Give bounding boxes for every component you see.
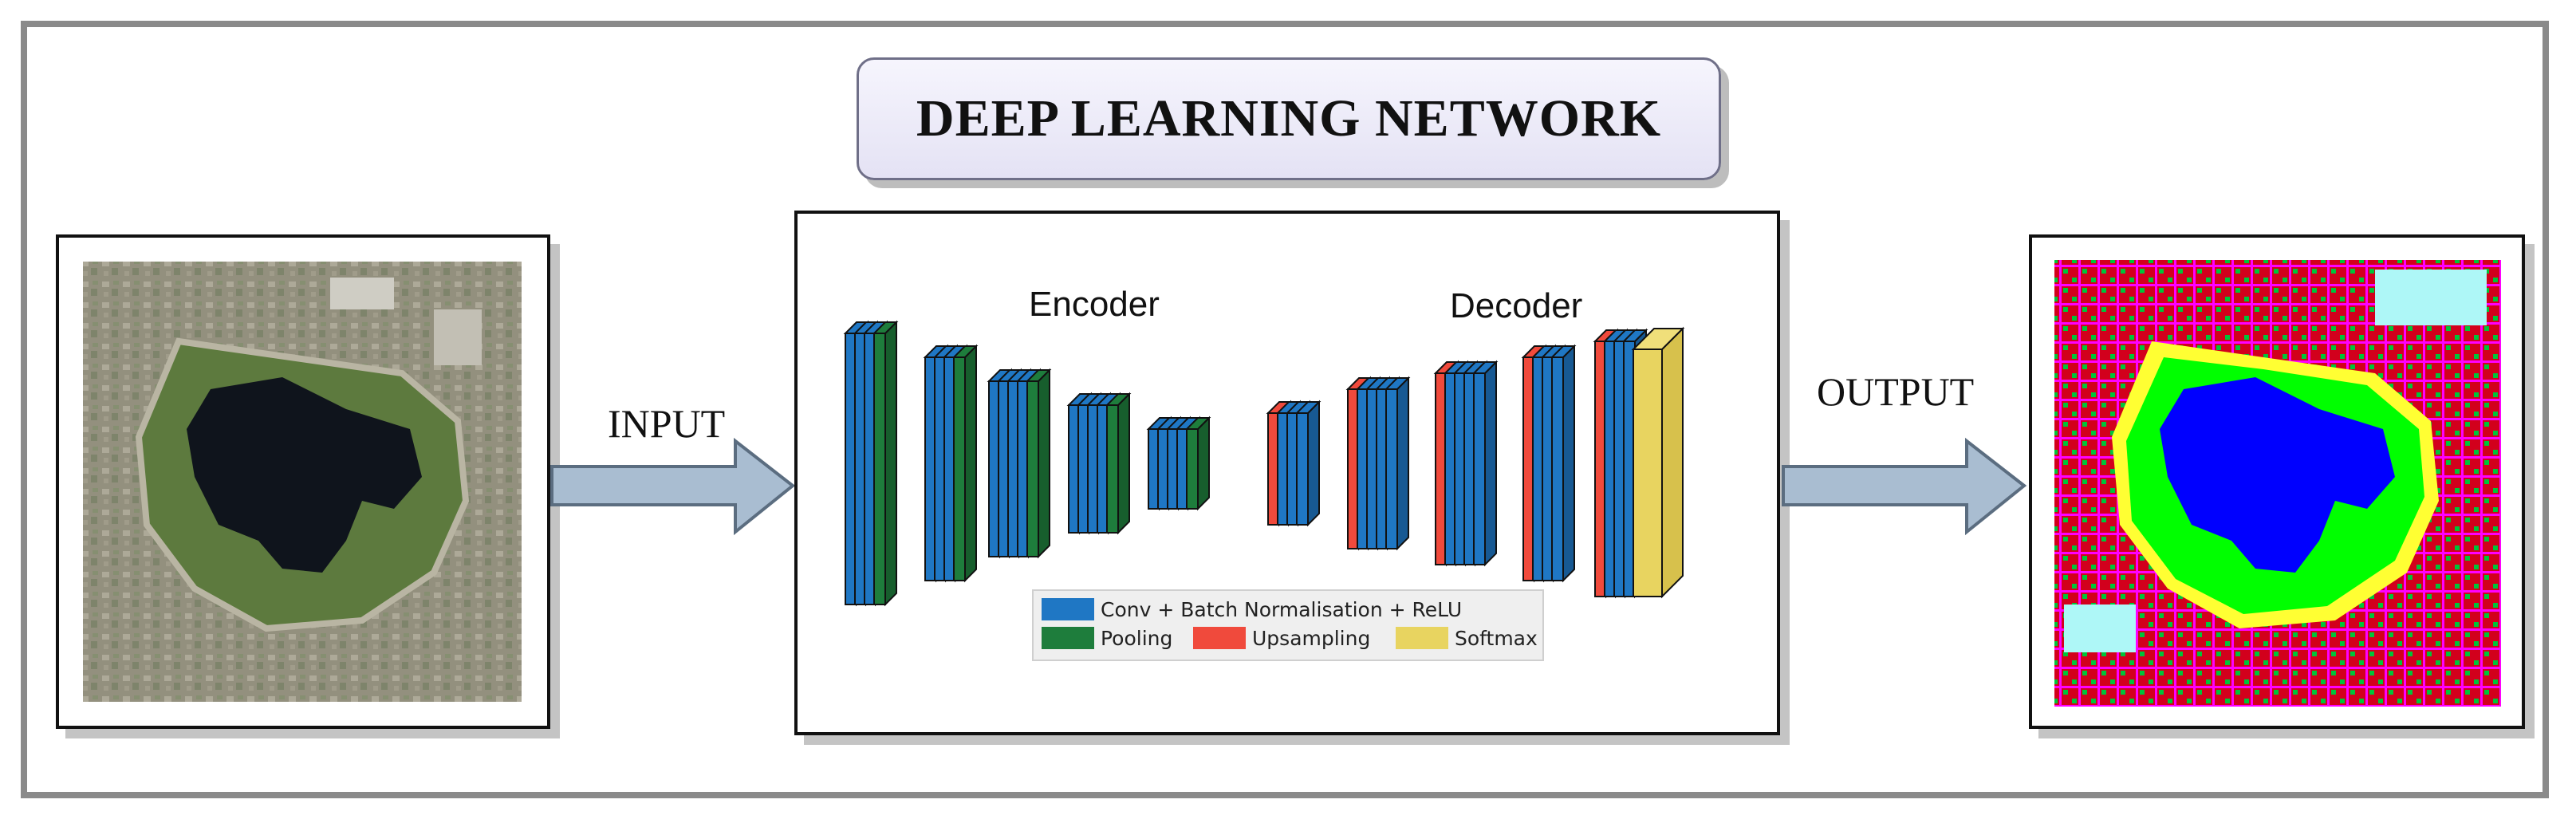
title-box: DEEP LEARNING NETWORK: [857, 57, 1721, 180]
decoder-conv-layer: [1471, 360, 1499, 567]
encoder-pooling-layer: [872, 320, 899, 607]
decoder-conv-layer: [1294, 400, 1321, 527]
legend-softmax-label: Softmax: [1455, 627, 1538, 650]
legend-swatch-pooling: [1042, 627, 1094, 649]
encoder-pooling-layer: [951, 344, 979, 583]
legend-swatch-softmax: [1396, 627, 1448, 649]
output-arrow: [1782, 437, 2027, 536]
network-panel: Encoder Decoder Conv + Batch Normalisati…: [794, 211, 1780, 735]
output-image-panel: [2029, 234, 2525, 729]
input-image-panel: [56, 234, 550, 729]
diagram-title: DEEP LEARNING NETWORK: [916, 89, 1662, 148]
encoder-label: Encoder: [1029, 285, 1160, 324]
legend-pooling-label: Pooling: [1101, 627, 1172, 650]
legend: Conv + Batch Normalisation + ReLU Poolin…: [1032, 589, 1544, 661]
legend-swatch-conv: [1042, 598, 1094, 620]
softmax-layer: [1631, 326, 1685, 599]
encoder-pooling-layer: [1025, 368, 1052, 559]
input-arrow: [550, 437, 796, 536]
segnet-architecture: Encoder Decoder Conv + Batch Normalisati…: [843, 285, 1685, 661]
output-segmentation-map: [2054, 260, 2501, 707]
output-label: OUTPUT: [1817, 369, 1975, 414]
legend-conv-label: Conv + Batch Normalisation + ReLU: [1101, 598, 1462, 621]
decoder-conv-layer: [1550, 344, 1577, 583]
input-label: INPUT: [608, 401, 726, 446]
legend-upsampling-label: Upsampling: [1252, 627, 1370, 650]
input-satellite-image: [83, 262, 522, 702]
legend-swatch-upsampling: [1193, 627, 1246, 649]
decoder-conv-layer: [1384, 376, 1411, 551]
encoder-pooling-layer: [1105, 392, 1132, 535]
decoder-label: Decoder: [1450, 286, 1582, 325]
encoder-pooling-layer: [1184, 415, 1211, 511]
